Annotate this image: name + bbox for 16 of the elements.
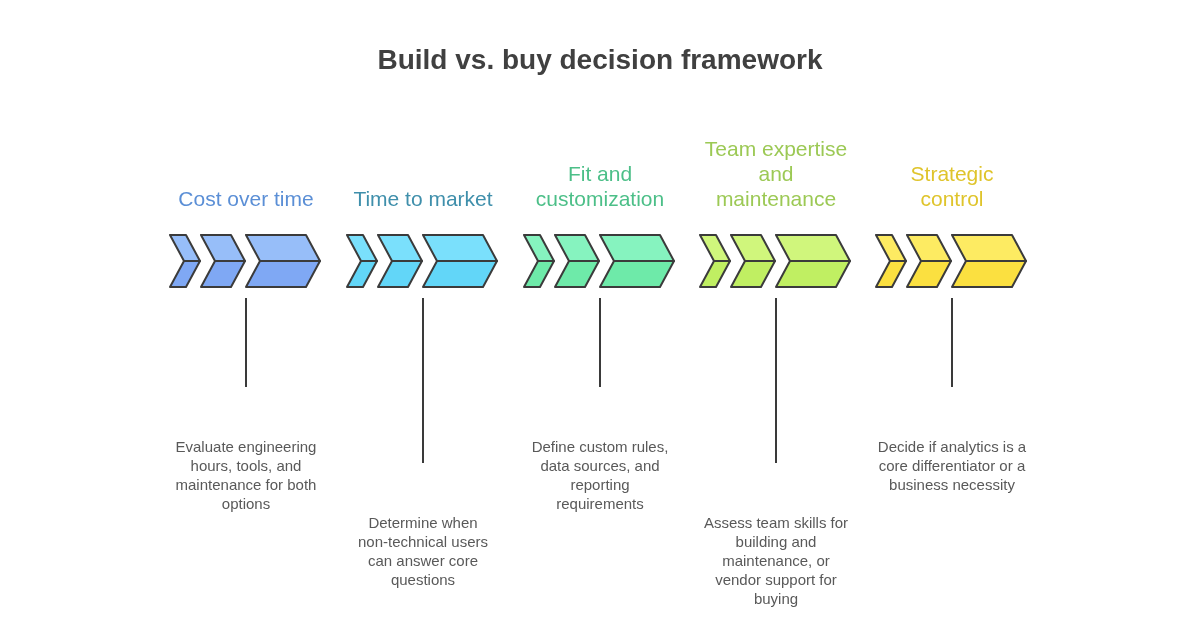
step-title: Cost over time — [178, 186, 314, 211]
step-description: Decide if analytics is a core differentiator or a business necessity — [877, 437, 1027, 494]
step-title: Team expertise and maintenance — [703, 136, 849, 211]
step-title: Fit and customization — [534, 161, 666, 211]
step-description: Define custom rules, data sources, and reporting requirements — [530, 437, 670, 513]
connector-line — [951, 297, 953, 388]
connector-line — [422, 297, 424, 464]
step-title: Time to market — [353, 186, 493, 211]
step-description: Evaluate engineering hours, tools, and maintenance for both options — [174, 437, 318, 513]
connector-line — [599, 297, 601, 388]
step-title: Strategic control — [909, 161, 995, 211]
diagram-title: Build vs. buy decision framework — [377, 43, 823, 77]
step-description: Assess team skills for building and maintenance, or vendor support for buying — [702, 513, 850, 608]
step-description: Determine when non-technical users can answer core questions — [356, 513, 490, 589]
connector-line — [775, 297, 777, 464]
connector-line — [245, 297, 247, 388]
